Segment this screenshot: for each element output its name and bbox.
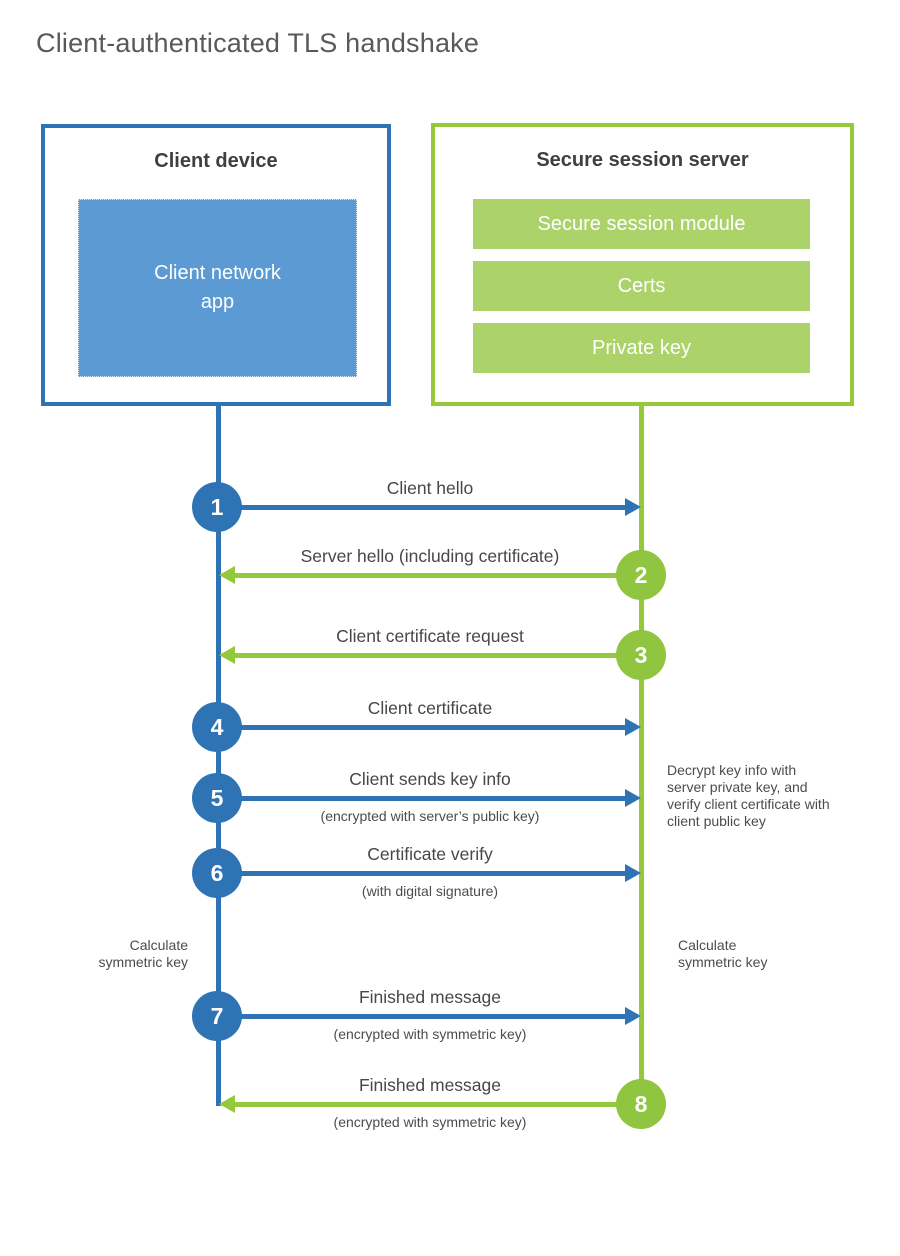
message-label-7: Finished message [358, 987, 502, 1007]
page-title: Client-authenticated TLS handshake [36, 28, 480, 58]
message-arrow-line-5 [218, 796, 626, 801]
note-calculate-symmetric-key-server: Calculate symmetric key [678, 937, 768, 970]
note-decrypt-key-info: Decrypt key info with server private key… [667, 762, 830, 829]
message-subtitle-6: (with digital signature) [361, 883, 499, 899]
message-subtitle-8: (encrypted with symmetric key) [333, 1114, 527, 1130]
message-subtitle-7: (encrypted with symmetric key) [333, 1026, 527, 1042]
server-module-secure-session: Secure session module [473, 199, 810, 249]
client-lifeline [216, 405, 221, 1106]
message-arrow-line-4 [218, 725, 626, 730]
message-label-3: Client certificate request [336, 626, 524, 646]
note-calculate-symmetric-key-client: Calculate symmetric key [98, 937, 188, 970]
message-label-4: Client certificate [367, 698, 493, 718]
arrowhead-left-icon-8 [219, 1095, 235, 1113]
arrowhead-left-icon-2 [219, 566, 235, 584]
secure-session-server-title: Secure session server [536, 149, 749, 171]
step-badge-3: 3 [616, 630, 666, 680]
arrowhead-left-icon-3 [219, 646, 235, 664]
step-badge-1: 1 [192, 482, 242, 532]
message-arrow-line-8 [233, 1102, 641, 1107]
message-label-1: Client hello [386, 478, 474, 498]
arrowhead-right-icon-5 [625, 789, 641, 807]
message-label-2: Server hello (including certificate) [300, 546, 560, 566]
arrowhead-right-icon-4 [625, 718, 641, 736]
step-badge-7: 7 [192, 991, 242, 1041]
client-network-app-box: Client network app [78, 199, 357, 377]
message-label-8: Finished message [358, 1075, 502, 1095]
arrowhead-right-icon-6 [625, 864, 641, 882]
client-device-title: Client device [154, 150, 278, 172]
server-module-certs: Certs [473, 261, 810, 311]
step-badge-5: 5 [192, 773, 242, 823]
message-arrow-line-1 [218, 505, 626, 510]
server-lifeline [639, 405, 644, 1108]
arrowhead-right-icon-1 [625, 498, 641, 516]
server-module-private-key: Private key [473, 323, 810, 373]
message-arrow-line-6 [218, 871, 626, 876]
message-arrow-line-2 [233, 573, 641, 578]
message-arrow-line-7 [218, 1014, 626, 1019]
message-subtitle-5: (encrypted with server’s public key) [320, 808, 540, 824]
step-badge-8: 8 [616, 1079, 666, 1129]
step-badge-4: 4 [192, 702, 242, 752]
client-device-box: Client device Client network app [41, 124, 391, 406]
message-arrow-line-3 [233, 653, 641, 658]
message-label-5: Client sends key info [349, 769, 511, 789]
step-badge-6: 6 [192, 848, 242, 898]
message-label-6: Certificate verify [367, 844, 493, 864]
step-badge-2: 2 [616, 550, 666, 600]
server-module-stack: Secure session module Certs Private key [473, 199, 810, 373]
secure-session-server-box: Secure session server Secure session mod… [431, 123, 854, 406]
client-network-app-label: Client network app [154, 262, 281, 313]
arrowhead-right-icon-7 [625, 1007, 641, 1025]
